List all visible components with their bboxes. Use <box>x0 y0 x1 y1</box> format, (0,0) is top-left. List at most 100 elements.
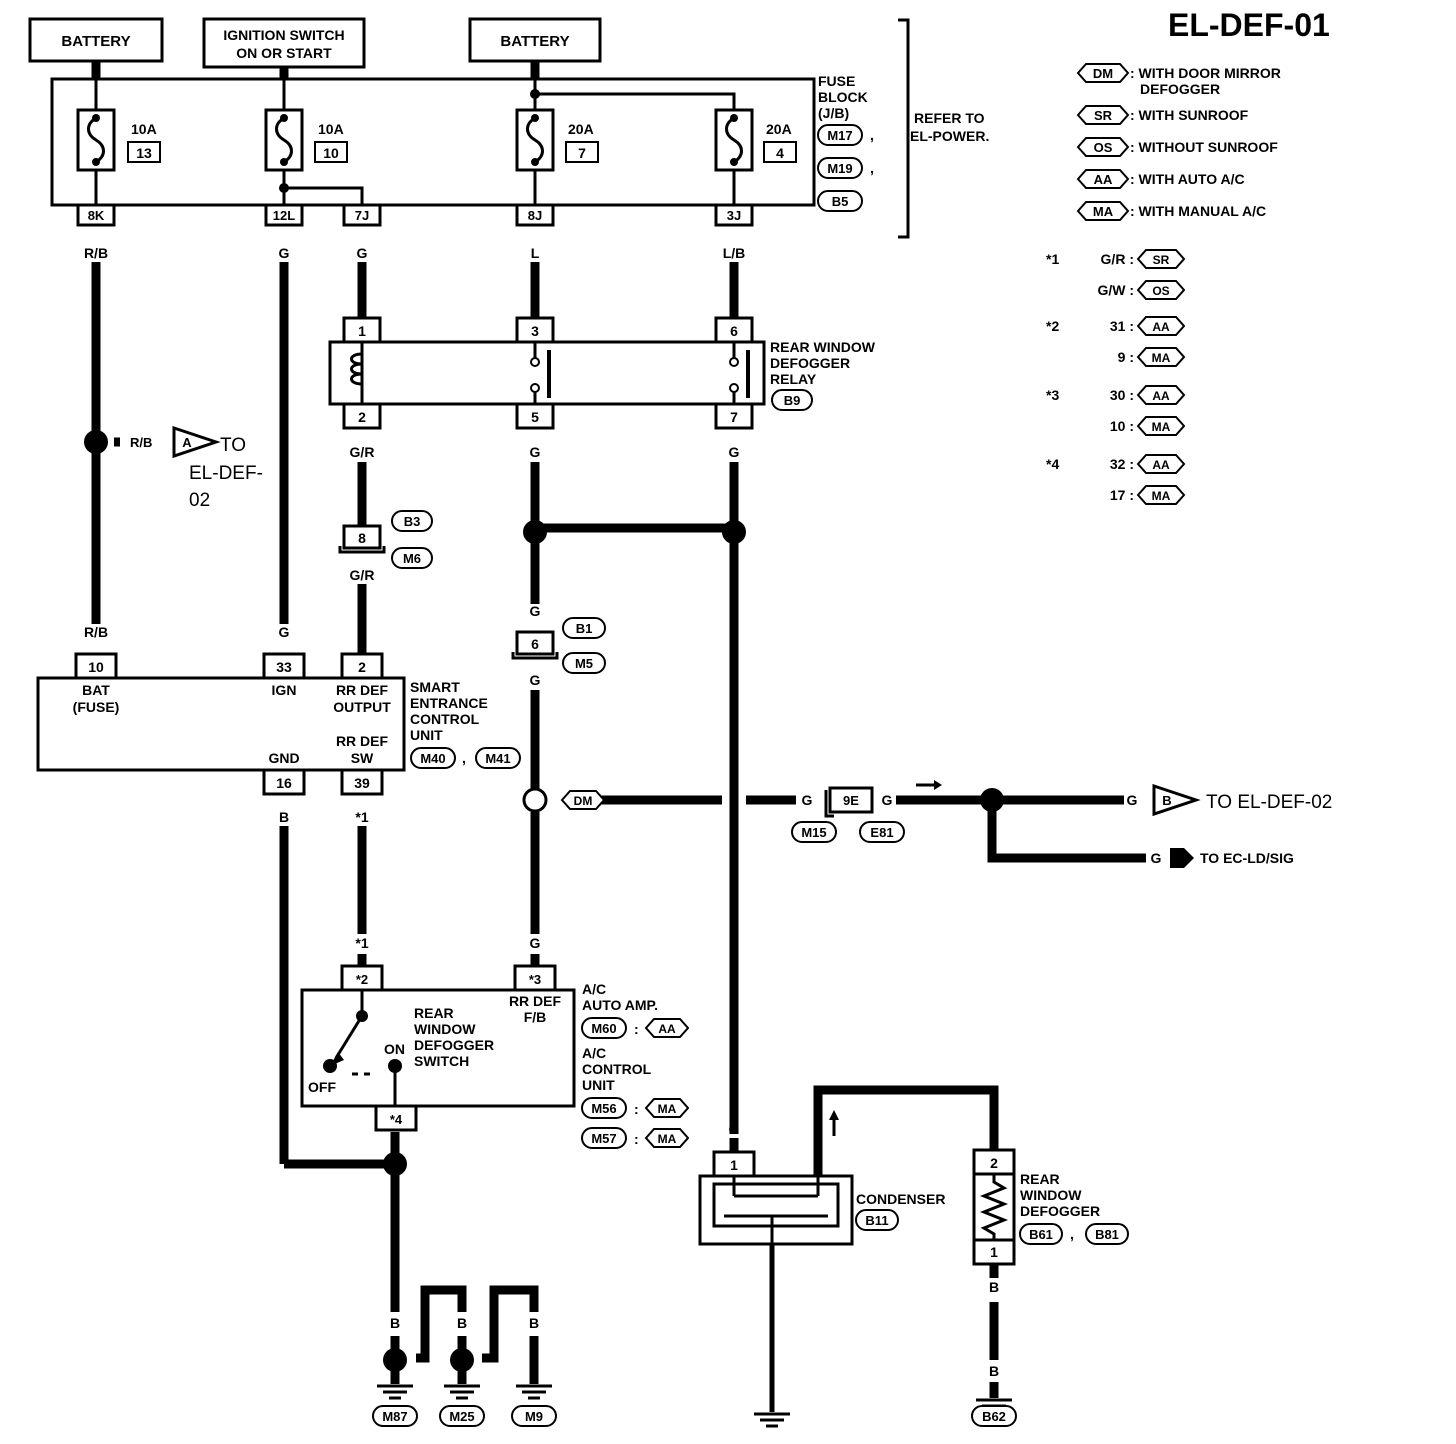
pin-label: 2 <box>358 409 366 425</box>
diagram-title: EL-DEF-01 <box>1168 7 1330 43</box>
separator: , <box>870 160 874 176</box>
note-value: 9 : <box>1118 349 1134 365</box>
arrow-up-icon <box>829 1110 839 1136</box>
condenser-body <box>698 1174 854 1246</box>
fuse-block-junction <box>530 89 540 99</box>
pin-label: *4 <box>390 1112 403 1127</box>
note-code: SR <box>1153 253 1170 267</box>
legend-text: : WITH MANUAL A/C <box>1130 203 1266 219</box>
to-def02-text: EL-DEF- <box>189 463 263 484</box>
terminal-label: RR DEF <box>336 682 389 698</box>
pin-label: *3 <box>529 972 541 987</box>
note-option-icon <box>1136 280 1186 300</box>
fuse-4-icon <box>714 108 754 172</box>
ground-label: M87 <box>382 1409 407 1424</box>
secu-label: UNIT <box>410 727 443 743</box>
fuse-amp: 10A <box>318 121 344 137</box>
note-option-icon <box>1136 416 1186 436</box>
terminal-label: F/B <box>524 1009 547 1025</box>
pin-label: 12L <box>273 208 295 223</box>
switch-label: SWITCH <box>414 1053 469 1069</box>
option-splice <box>522 787 548 813</box>
legend-code: OS <box>1094 140 1113 155</box>
connector-label: E81 <box>870 825 893 840</box>
wire-color: G <box>1151 850 1162 866</box>
option-code: MA <box>658 1132 677 1146</box>
terminal-label: RR DEF <box>509 993 562 1009</box>
ac-control-label: CONTROL <box>582 1061 652 1077</box>
pin-label: 8 <box>358 530 366 546</box>
defogger-label: WINDOW <box>1020 1187 1082 1203</box>
terminal-label: RR DEF <box>336 733 389 749</box>
connector-label: B11 <box>865 1213 888 1228</box>
switch-label: DEFOGGER <box>414 1037 494 1053</box>
note-mark: *1 <box>1046 251 1059 267</box>
defogger-pin <box>972 1238 1016 1266</box>
legend <box>1076 63 1130 221</box>
refer-text: EL-POWER. <box>910 128 989 144</box>
wire-color: B <box>989 1279 999 1295</box>
wire-color: R/B <box>84 624 108 640</box>
note-option-icon <box>1136 485 1186 505</box>
ac-control-label: A/C <box>582 1045 606 1061</box>
condenser-label: CONDENSER <box>856 1191 945 1207</box>
to-def02-text: TO EL-DEF-02 <box>1206 792 1332 813</box>
connector-label: B1 <box>576 621 593 636</box>
secu-body <box>36 676 406 772</box>
pin-label: 5 <box>531 409 539 425</box>
wire-color: R/B <box>130 435 152 450</box>
connector-arrow-a-icon <box>172 425 221 459</box>
pin-label: 33 <box>276 659 292 675</box>
note-code: AA <box>1152 389 1170 403</box>
pin-label: 8J <box>528 208 542 223</box>
pin-label: 7 <box>730 409 738 425</box>
wire-color: G <box>729 1121 740 1137</box>
secu-pins <box>74 652 384 796</box>
connector-label: B3 <box>404 514 421 529</box>
wire-color: G <box>530 935 541 951</box>
ground-label: B62 <box>982 1409 1006 1424</box>
relay-label: RELAY <box>770 371 817 387</box>
pin-label: 8K <box>88 208 105 223</box>
battery-left-label: BATTERY <box>61 33 130 50</box>
arrow-right-icon <box>1170 848 1194 868</box>
legend-text: : WITH SUNROOF <box>1130 107 1249 123</box>
legend-code: MA <box>1093 204 1114 219</box>
wire-color: G <box>357 245 368 261</box>
relay-internal <box>350 342 750 404</box>
ac-control-label: UNIT <box>582 1077 615 1093</box>
terminal-label: (FUSE) <box>73 699 120 715</box>
wire-color: G <box>802 792 813 808</box>
pin-label: 9E <box>843 793 859 808</box>
pin-label: 2 <box>358 659 366 675</box>
wire-color: G <box>530 444 541 460</box>
fuse-block-label: FUSE <box>818 73 855 89</box>
pin-label: 6 <box>531 636 539 652</box>
separator: : <box>634 1101 639 1117</box>
switch-label: WINDOW <box>414 1021 476 1037</box>
note-value: 10 : <box>1110 418 1134 434</box>
note-code: MA <box>1152 420 1171 434</box>
connector-label: M41 <box>485 751 510 766</box>
separator: : <box>634 1131 639 1147</box>
ac-auto-label: A/C <box>582 981 606 997</box>
wire-color: B <box>989 1363 999 1379</box>
fuse-10-icon <box>264 108 304 172</box>
ignition-label-2: ON OR START <box>236 45 332 61</box>
note-code: MA <box>1152 489 1171 503</box>
terminal-label: IGN <box>272 682 297 698</box>
fuse-block-label: (J/B) <box>818 105 849 121</box>
fuse-amp: 20A <box>568 121 594 137</box>
wire-color: *1 <box>355 809 368 825</box>
option-code: AA <box>658 1022 676 1036</box>
wire-color: G <box>530 672 541 688</box>
connector-label: M5 <box>575 656 593 671</box>
option-code: MA <box>658 1102 677 1116</box>
connector-label: M6 <box>403 551 421 566</box>
switch-off-label: OFF <box>308 1079 336 1095</box>
separator: : <box>634 1021 639 1037</box>
relay-pins <box>342 316 754 430</box>
connector-label: M60 <box>591 1021 616 1036</box>
note-option-icon <box>1136 347 1186 367</box>
